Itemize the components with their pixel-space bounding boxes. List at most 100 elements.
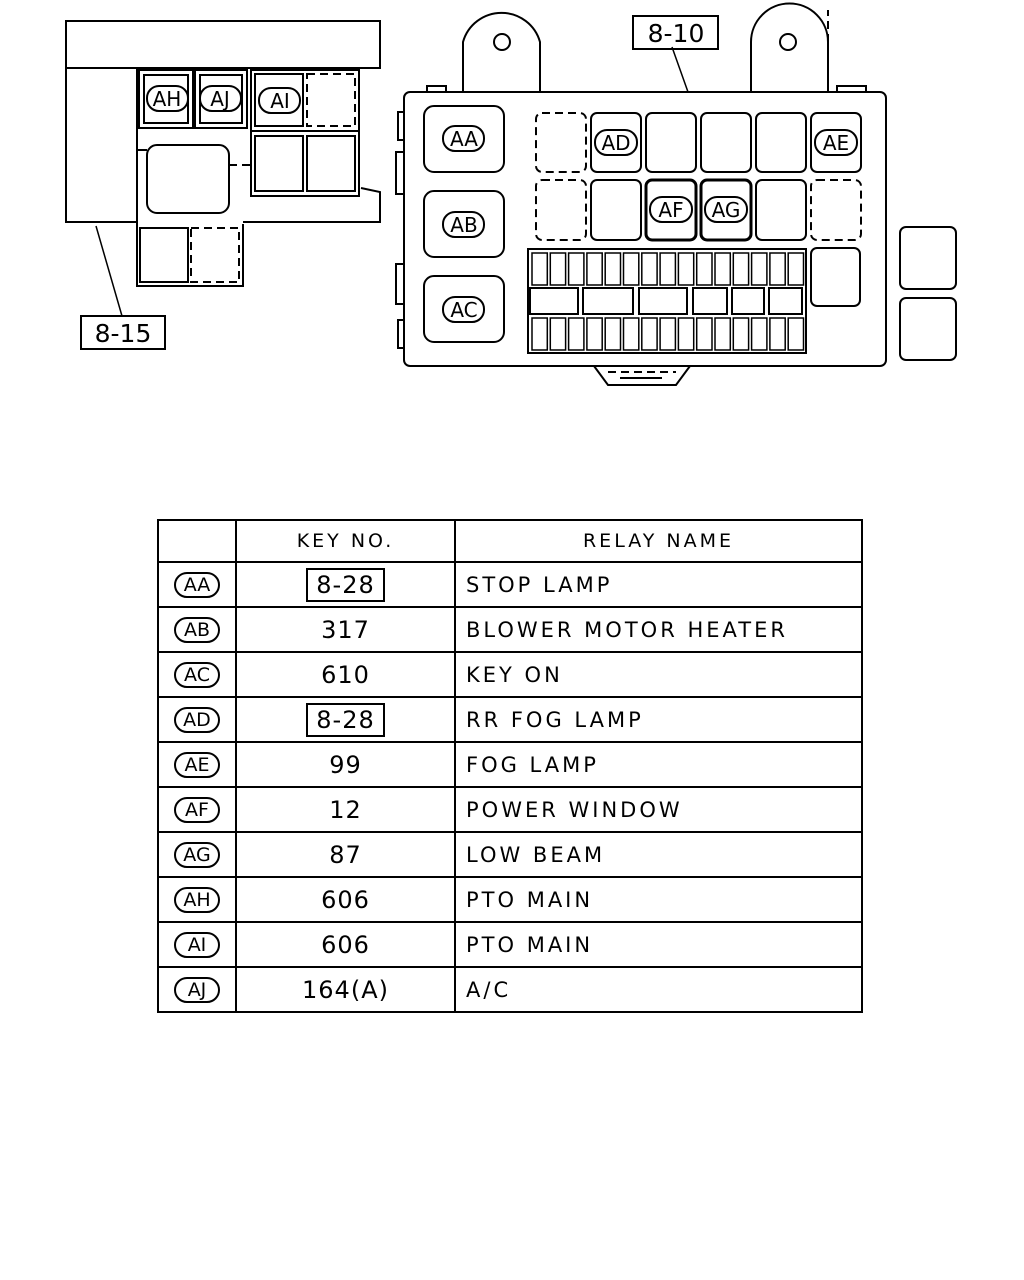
- row-key-no: 8-28: [306, 567, 385, 602]
- fuse-slot: [641, 317, 658, 351]
- row-key-label: AA: [174, 571, 220, 598]
- fuse-slot: [586, 317, 603, 351]
- row-key-no-cell: 12: [235, 786, 456, 833]
- table-row: AF 12 POWER WINDOW: [157, 786, 863, 833]
- relay-label-aa: AA: [450, 127, 478, 151]
- right-relay-box: 8-10 AA AB AC AD AE AF AG: [395, 2, 957, 386]
- fuse-slot: [549, 317, 567, 351]
- fuse-slot: [695, 317, 713, 351]
- table-row: AB 317 BLOWER MOTOR HEATER: [157, 606, 863, 653]
- table-row: AJ 164(A) A/C: [157, 966, 863, 1013]
- header-relay-name: RELAY NAME: [454, 519, 863, 563]
- row-key-no-cell: 606: [235, 876, 456, 923]
- row-key-no: 606: [321, 885, 370, 914]
- row-relay-name: POWER WINDOW: [454, 786, 863, 833]
- row-key-cell: AD: [157, 696, 237, 743]
- row-key-no: 606: [321, 930, 370, 959]
- fuse-slot: [567, 252, 585, 286]
- relay-label-ah: AH: [153, 87, 182, 111]
- row-key-no-cell: 8-28: [235, 561, 456, 608]
- fuse-slot: [714, 317, 732, 351]
- row-key-cell: AH: [157, 876, 237, 923]
- fuse-slot: [567, 317, 585, 351]
- table-row: AH 606 PTO MAIN: [157, 876, 863, 923]
- row-key-label: AH: [174, 886, 220, 913]
- relay-label-ad: AD: [601, 131, 630, 155]
- row-key-no: 8-28: [306, 702, 385, 737]
- fuse-slot: [787, 317, 805, 351]
- row-key-no-cell: 164(A): [235, 966, 456, 1013]
- fuse-slot: [586, 252, 603, 286]
- row-relay-name: KEY ON: [454, 651, 863, 698]
- fuse-slot: [531, 252, 549, 286]
- fuse-slot: [604, 317, 622, 351]
- row-key-label: AB: [174, 616, 220, 643]
- fuse-slot: [695, 252, 713, 286]
- fuse-slot: [659, 252, 677, 286]
- row-key-cell: AB: [157, 606, 237, 653]
- row-key-no: 99: [329, 750, 362, 779]
- fuse-slot: [769, 252, 786, 286]
- callout-8-15: 8-15: [95, 319, 152, 348]
- row-key-label: AD: [174, 706, 220, 733]
- row-relay-name: RR FOG LAMP: [454, 696, 863, 743]
- relay-box-diagram: 8-15 AH AJ AI: [65, 2, 957, 386]
- row-key-cell: AG: [157, 831, 237, 878]
- fuse-row-bottom: [531, 317, 805, 351]
- fuse-slot: [622, 317, 640, 351]
- header-key-no: KEY NO.: [235, 519, 456, 563]
- row-key-cell: AF: [157, 786, 237, 833]
- table-row: AG 87 LOW BEAM: [157, 831, 863, 878]
- fuse-slot: [604, 252, 622, 286]
- row-key-no-cell: 8-28: [235, 696, 456, 743]
- relay-label-ai: AI: [270, 89, 290, 113]
- row-key-label: AC: [174, 661, 220, 688]
- row-key-label: AI: [174, 931, 220, 958]
- row-key-no-cell: 317: [235, 606, 456, 653]
- callout-8-10: 8-10: [648, 19, 705, 48]
- row-relay-name: A/C: [454, 966, 863, 1013]
- table-row: AE 99 FOG LAMP: [157, 741, 863, 788]
- relay-label-ag: AG: [712, 198, 741, 222]
- row-key-no: 12: [329, 795, 362, 824]
- row-key-label: AG: [174, 841, 220, 868]
- relay-label-ab: AB: [450, 213, 477, 237]
- row-key-no: 87: [329, 840, 362, 869]
- row-relay-name: PTO MAIN: [454, 876, 863, 923]
- fuse-slot: [677, 252, 695, 286]
- row-key-no: 610: [321, 660, 370, 689]
- row-relay-name: LOW BEAM: [454, 831, 863, 878]
- row-key-label: AF: [174, 796, 220, 823]
- row-key-cell: AJ: [157, 966, 237, 1013]
- fuse-slot: [659, 317, 677, 351]
- table-row: AA 8-28 STOP LAMP: [157, 561, 863, 608]
- relay-label-af: AF: [658, 198, 683, 222]
- fuse-slot: [787, 252, 805, 286]
- relay-label-ac: AC: [450, 298, 477, 322]
- fuse-slot: [769, 317, 786, 351]
- table-row: AD 8-28 RR FOG LAMP: [157, 696, 863, 743]
- row-key-no: 317: [321, 615, 370, 644]
- row-key-cell: AI: [157, 921, 237, 968]
- row-relay-name: BLOWER MOTOR HEATER: [454, 606, 863, 653]
- row-key-no-cell: 99: [235, 741, 456, 788]
- fuse-slot: [549, 252, 567, 286]
- row-key-no: 164(A): [302, 975, 389, 1004]
- fuse-slot: [750, 252, 768, 286]
- row-relay-name: FOG LAMP: [454, 741, 863, 788]
- fuse-row-top: [531, 252, 805, 286]
- fuse-slot: [750, 317, 768, 351]
- row-key-no-cell: 606: [235, 921, 456, 968]
- row-key-cell: AA: [157, 561, 237, 608]
- row-relay-name: STOP LAMP: [454, 561, 863, 608]
- fuse-slot: [622, 252, 640, 286]
- fuse-slot: [732, 317, 750, 351]
- row-key-cell: AC: [157, 651, 237, 698]
- fuse-slot: [677, 317, 695, 351]
- row-key-no-cell: 610: [235, 651, 456, 698]
- fuse-slot: [732, 252, 750, 286]
- header-key: [157, 519, 237, 563]
- row-key-cell: AE: [157, 741, 237, 788]
- fuse-slot: [531, 317, 549, 351]
